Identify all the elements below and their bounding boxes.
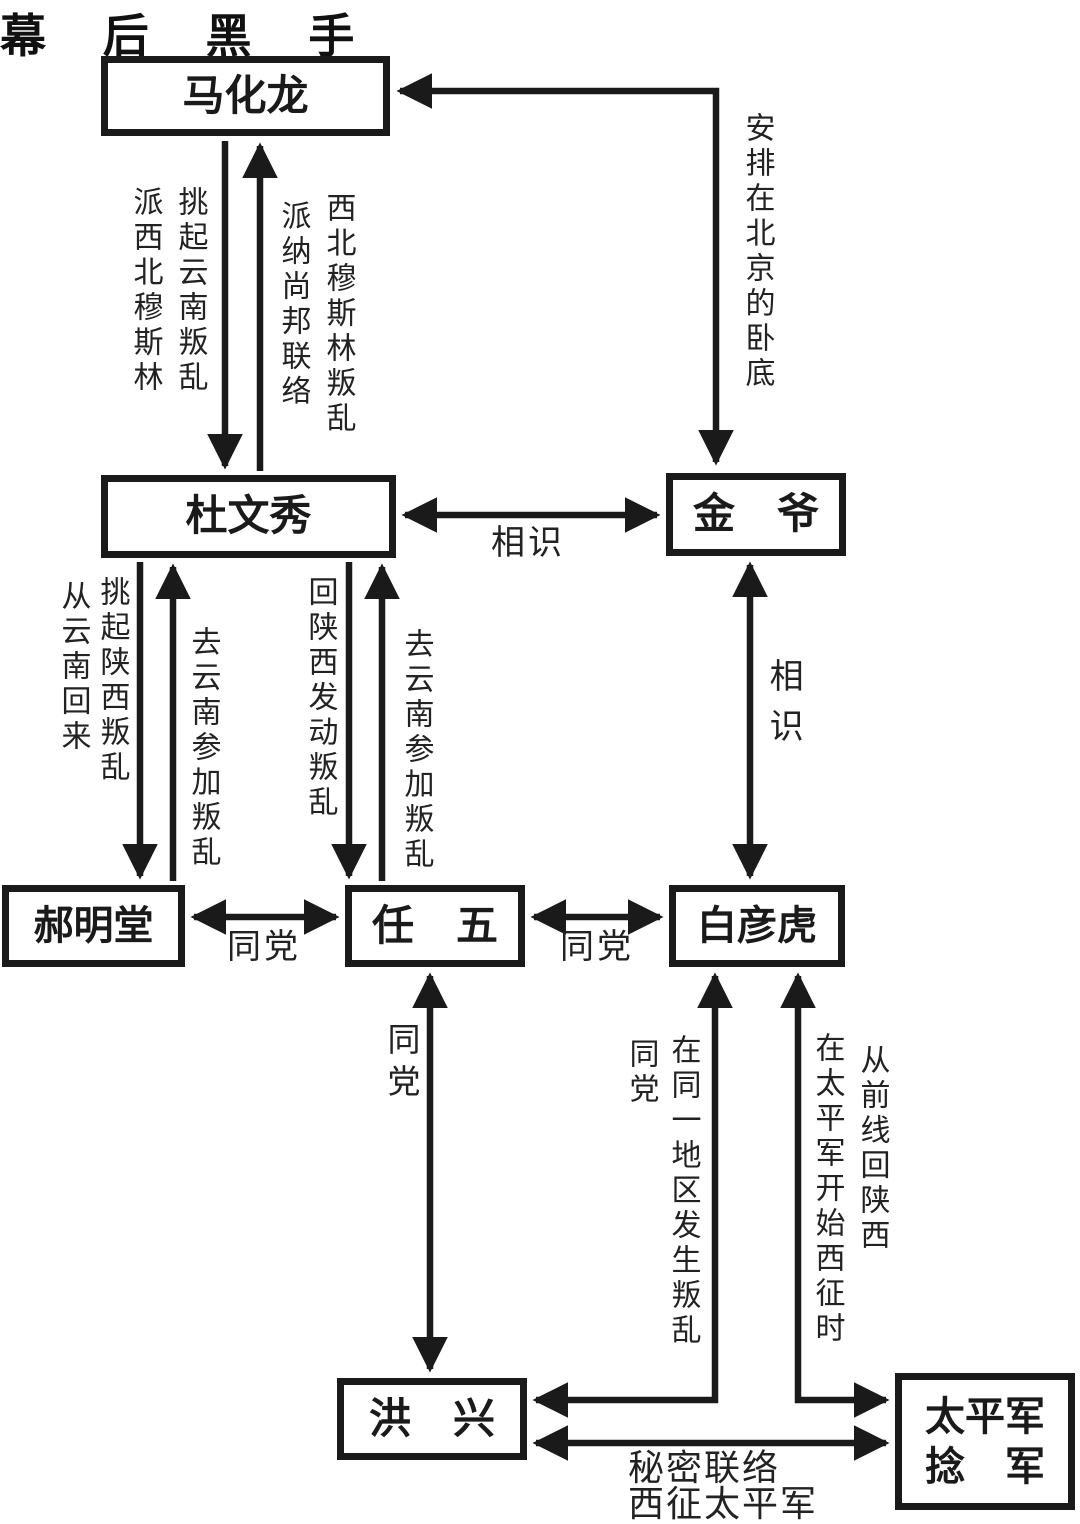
diagram-title: 幕 后 黑 手 [0, 10, 377, 62]
edge-label-back-from-yunnan: 从云南回来 [56, 580, 90, 755]
arrow-baiyanhu-hongxing [532, 972, 733, 1418]
node-taipingjun-line1: 太平军 [925, 1394, 1045, 1439]
node-haomingtang-label: 郝明堂 [33, 904, 154, 948]
node-jinye: 金 爷 [666, 473, 846, 556]
edge-label-secret-contact-line2: 西征太平军 [628, 1483, 819, 1524]
edge-label-comrades-left: 同党 [227, 928, 301, 966]
edge-label-beijing-mole: 安排在北京的卧底 [740, 112, 774, 392]
edge-label-acquainted-vertical: 相识 [764, 658, 803, 758]
edge-label-incite-yunnan-rebellion: 挑起云南叛乱 [173, 186, 207, 396]
node-jinye-label: 金 爷 [692, 490, 819, 538]
edge-label-secret-contact-line1: 秘密联络 [628, 1447, 781, 1488]
arrow-baiyanhu-taipingjun [780, 972, 890, 1418]
edge-label-back-from-front-line: 从前线回陕西 [855, 1044, 889, 1254]
node-duwenxiu: 杜文秀 [101, 475, 396, 558]
edge-label-comrades-vertical: 同党 [382, 1022, 420, 1106]
edge-label-comrades-right: 同党 [560, 928, 634, 966]
edge-label-same-region-rebellion: 在同一地区发生叛乱 [666, 1034, 700, 1349]
edge-label-join-yunnan-rebellion-mid: 去云南参加叛乱 [399, 628, 433, 873]
edge-label-send-nw-muslims: 派西北穆斯林 [128, 186, 162, 396]
node-haomingtang: 郝明堂 [2, 885, 185, 967]
edge-label-return-shaanxi-rebellion: 回陕西发动叛乱 [303, 576, 337, 821]
node-mahualong-label: 马化龙 [182, 71, 309, 119]
node-renwu: 任 五 [345, 885, 525, 967]
node-renwu-label: 任 五 [371, 901, 498, 949]
node-taipingjun-nianjun: 太平军 捻 军 [895, 1373, 1075, 1510]
edge-label-incite-shaanxi-rebellion: 挑起陕西叛乱 [95, 576, 129, 786]
node-taipingjun-line2: 捻 军 [925, 1444, 1045, 1489]
edge-label-send-nashangbang-liaison: 派纳尚邦联络 [276, 200, 310, 410]
node-mahualong: 马化龙 [101, 56, 390, 136]
edge-label-join-yunnan-rebellion-left: 去云南参加叛乱 [186, 626, 220, 871]
node-hongxing: 洪 兴 [337, 1378, 527, 1460]
edge-label-nw-muslim-rebellion: 西北穆斯林叛乱 [321, 192, 355, 437]
edge-label-acquainted-horizontal: 相识 [491, 524, 565, 562]
node-baiyanhu: 白彦虎 [669, 885, 845, 967]
node-baiyanhu-label: 白彦虎 [697, 904, 817, 948]
edge-label-secret-contact: 秘密联络 西征太平军 [628, 1450, 818, 1522]
arrow-jinye-mahualong-mole [396, 73, 734, 466]
node-duwenxiu-label: 杜文秀 [185, 492, 312, 540]
edge-label-taiping-west-expedition: 在太平军开始西征时 [810, 1032, 844, 1347]
node-hongxing-label: 洪 兴 [368, 1394, 495, 1442]
edge-label-comrades-baiyanhu-hongxing: 同党 [624, 1038, 658, 1108]
